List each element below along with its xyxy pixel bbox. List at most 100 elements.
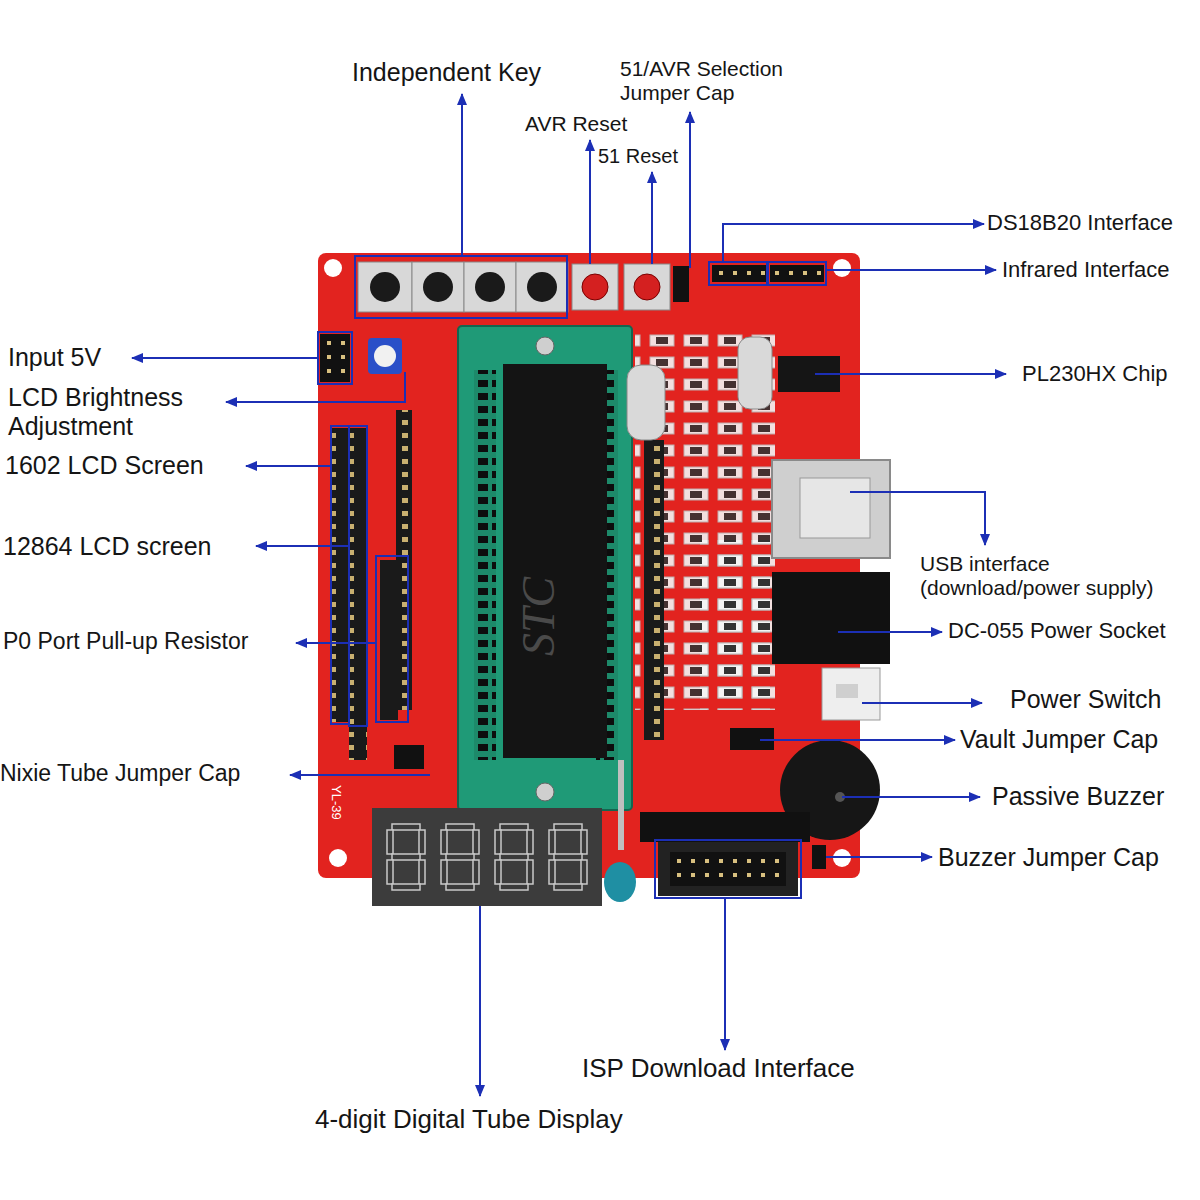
digit bbox=[441, 824, 479, 890]
leader-line bbox=[651, 172, 653, 264]
callout-label: Buzzer Jumper Cap bbox=[938, 843, 1159, 872]
power-header bbox=[320, 334, 350, 382]
key-body bbox=[516, 262, 568, 312]
callout-label: Independent Key bbox=[352, 58, 541, 87]
mount-hole bbox=[833, 259, 851, 277]
bottom-parts bbox=[372, 808, 810, 906]
jumper-cap bbox=[673, 266, 689, 302]
callout-label: DC-055 Power Socket bbox=[948, 618, 1166, 643]
highlight-box bbox=[655, 840, 801, 898]
callout-label: LCD Brightness Adjustment bbox=[8, 383, 238, 441]
crystal bbox=[738, 337, 772, 409]
callout-label: 51/AVR Selection Jumper Cap bbox=[620, 57, 820, 105]
usb-port bbox=[772, 460, 890, 558]
callout-label: ISP Download Interface bbox=[582, 1054, 855, 1084]
key-body bbox=[412, 262, 464, 312]
leader-line bbox=[850, 492, 985, 545]
leader-line bbox=[296, 642, 376, 644]
smd-leds bbox=[700, 540, 770, 710]
leader-line bbox=[461, 94, 463, 256]
pin-header bbox=[712, 265, 766, 282]
reset-body bbox=[624, 264, 670, 310]
leader-line bbox=[290, 774, 430, 776]
port-header bbox=[396, 410, 412, 710]
isp-header bbox=[658, 842, 798, 896]
highlight-box bbox=[331, 426, 349, 724]
callout-label: 4-digit Digital Tube Display bbox=[315, 1105, 623, 1135]
leader-line bbox=[256, 545, 349, 547]
buttons bbox=[355, 256, 689, 318]
mcu bbox=[458, 326, 665, 850]
reset-cap bbox=[634, 274, 660, 300]
socket-screw bbox=[536, 783, 554, 801]
digit bbox=[387, 824, 425, 890]
leader-line bbox=[760, 739, 955, 741]
callout-label: 12864 LCD screen bbox=[3, 532, 211, 561]
pcb bbox=[318, 253, 860, 878]
leader-line bbox=[826, 856, 932, 858]
pin-header bbox=[770, 265, 824, 282]
left-parts bbox=[318, 332, 424, 769]
mcu-chip bbox=[503, 364, 607, 758]
socket-lever bbox=[618, 760, 624, 850]
key-cap bbox=[527, 272, 557, 302]
leader-line bbox=[826, 269, 996, 271]
callout-label: Power Switch bbox=[1010, 685, 1161, 714]
leader-line bbox=[862, 702, 982, 704]
callout-label: Vault Jumper Cap bbox=[960, 725, 1158, 754]
leader-line bbox=[838, 631, 942, 633]
socket-screw bbox=[536, 337, 554, 355]
highlight-box bbox=[349, 426, 367, 726]
leader-line bbox=[246, 465, 331, 467]
leader-line bbox=[724, 898, 726, 1050]
mount-hole bbox=[329, 849, 347, 867]
lcd-header bbox=[330, 428, 348, 722]
key-body bbox=[358, 262, 412, 312]
digit bbox=[495, 824, 533, 890]
connector-shroud bbox=[640, 812, 810, 842]
mount-hole bbox=[324, 259, 342, 277]
silkscreen-text: STC bbox=[513, 577, 566, 656]
usb-port-inner bbox=[800, 478, 870, 538]
leader-line bbox=[589, 140, 591, 264]
jumper-cap bbox=[394, 745, 424, 769]
seven-segment-display bbox=[372, 808, 602, 906]
pcb-body bbox=[318, 253, 860, 878]
digit bbox=[549, 824, 587, 890]
top-headers bbox=[709, 262, 826, 285]
callout-label: Infrared Interface bbox=[1002, 257, 1170, 282]
leader-line bbox=[479, 906, 481, 1096]
callout-label: USB interface (download/power supply) bbox=[920, 552, 1195, 600]
potentiometer-knob bbox=[374, 345, 396, 367]
dc-socket bbox=[772, 572, 890, 664]
key-body bbox=[464, 262, 516, 312]
callout-label: 51 Reset bbox=[598, 145, 678, 168]
jumper-cap bbox=[812, 845, 826, 869]
callout-label: Passive Buzzer bbox=[992, 782, 1164, 811]
highlight-box bbox=[709, 262, 767, 285]
lcd-header bbox=[349, 428, 367, 760]
callout-label: PL230HX Chip bbox=[1022, 361, 1168, 386]
key-cap bbox=[475, 272, 505, 302]
silkscreen-text: YL-39 bbox=[328, 785, 343, 820]
capacitor bbox=[604, 862, 636, 902]
crystal bbox=[627, 365, 665, 440]
right-parts bbox=[730, 337, 890, 869]
highlight-box bbox=[318, 332, 352, 384]
power-switch bbox=[822, 668, 880, 720]
socket-pins bbox=[474, 370, 496, 760]
highlight-box bbox=[376, 556, 408, 722]
callout-label: 1602 LCD Screen bbox=[5, 451, 204, 480]
switch-lever bbox=[836, 684, 858, 698]
callout-label: Input 5V bbox=[8, 343, 101, 372]
port-header bbox=[644, 440, 664, 740]
highlight-box bbox=[768, 262, 826, 285]
reset-cap bbox=[582, 274, 608, 300]
leader-line bbox=[723, 224, 984, 262]
zif-socket bbox=[458, 326, 632, 810]
leader-line bbox=[815, 373, 1006, 375]
reset-body bbox=[572, 264, 618, 310]
leader-line bbox=[132, 357, 318, 359]
resistor-array bbox=[380, 560, 398, 720]
